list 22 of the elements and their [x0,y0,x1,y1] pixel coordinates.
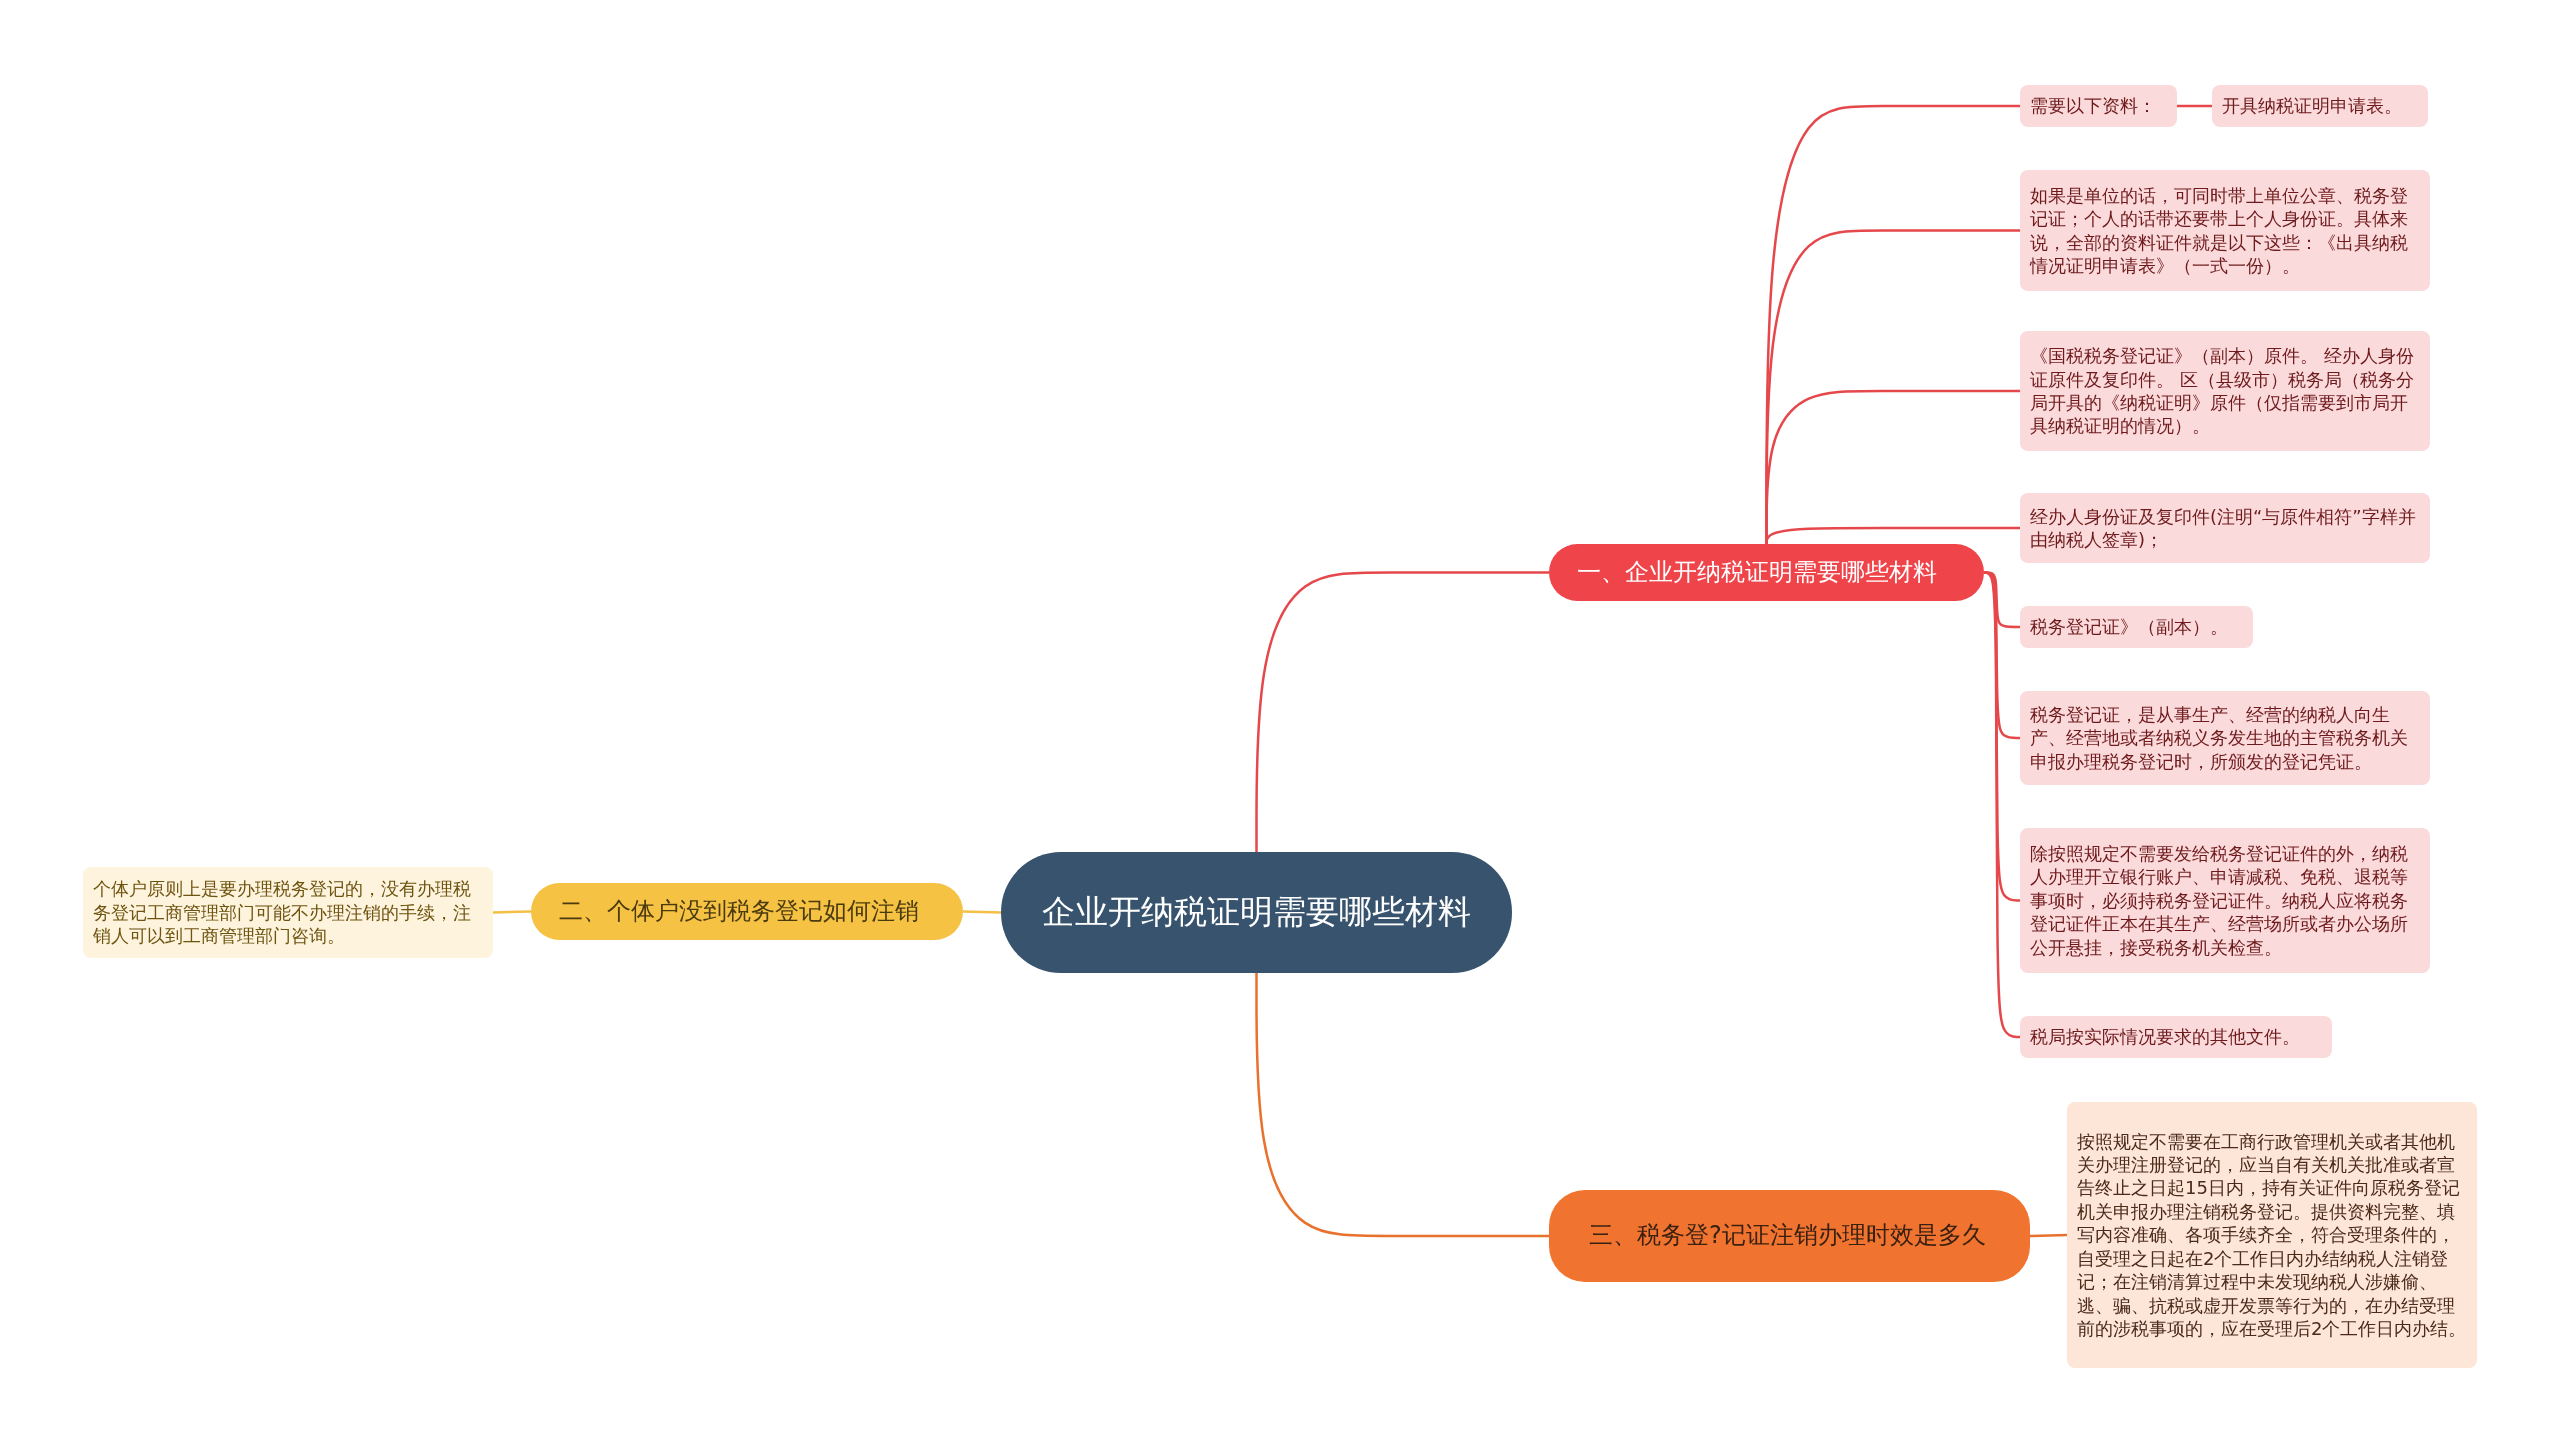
connector-line [962,910,1002,914]
branch-topic: 三、税务登?记证注销办理时效是多久 [1549,1190,2030,1282]
branch-topic: 二、个体户没到税务登记如何注销 [531,883,963,940]
note-card: 税务登记证》（副本）。 [2020,606,2253,648]
note-card: 《国税税务登记证》（副本）原件。 经办人身份证原件及复印件。 区（县级市）税务局（税务分局开具的《纳税证明》原件（仅指需要到市局开具纳税证明的情况）。 [2020,331,2430,451]
note-card: 开具纳税证明申请表。 [2212,85,2428,127]
note-card: 除按照规定不需要发给税务登记证件的外，纳税人办理开立银行账户、申请减税、免税、退税等事项时，必须持税务登记证件。纳税人应将税务登记证件正本在其生产、经营场所或者办公场所公开悬挂，接受税务机关检查。 [2020,828,2430,973]
connector-line [2177,104,2212,108]
branch-topic: 一、企业开纳税证明需要哪些材料 [1549,544,1984,601]
note-card: 按照规定不需要在工商行政管理机关或者其他机关办理注册登记的，应当自有关机关批准或者宣告终止之日起15日内，持有关证件向原税务登记机关申报办理注销税务登记。提供资料完整、填写内容准确、各项手续齐全，符合受理条件的，自受理之日起在2个工作日内办结纳税人注销登记；在注销清算过程中未发现纳税人涉嫌偷、逃、骗、抗税或虚开发票等行为的，在办结受理前的涉税事项的，应在受理后2个工作日内办结。 [2067,1102,2477,1368]
central-topic: 企业开纳税证明需要哪些材料 [1001,852,1512,973]
connector-line [492,910,532,914]
note-card: 个体户原则上是要办理税务登记的，没有办理税务登记工商管理部门可能不办理注销的手续，注销人可以到工商管理部门咨询。 [83,867,493,958]
connector-line [2029,1233,2068,1238]
note-card: 税局按实际情况要求的其他文件。 [2020,1016,2332,1058]
note-card: 经办人身份证及复印件(注明“与原件相符”字样并由纳税人签章)； [2020,493,2430,563]
note-card: 如果是单位的话，可同时带上单位公章、税务登记证；个人的话带还要带上个人身份证。具体来说，全部的资料证件就是以下这些：《出具纳税情况证明申请表》（一式一份）。 [2020,170,2430,291]
connector-line [1255,571,1549,852]
connector-line [1255,973,1549,1238]
connector-line [1983,571,2020,1039]
note-card: 税务登记证，是从事生产、经营的纳税人向生产、经营地或者纳税义务发生地的主管税务机关申报办理税务登记时，所颁发的登记凭证。 [2020,691,2430,785]
note-card: 需要以下资料： [2020,85,2177,127]
